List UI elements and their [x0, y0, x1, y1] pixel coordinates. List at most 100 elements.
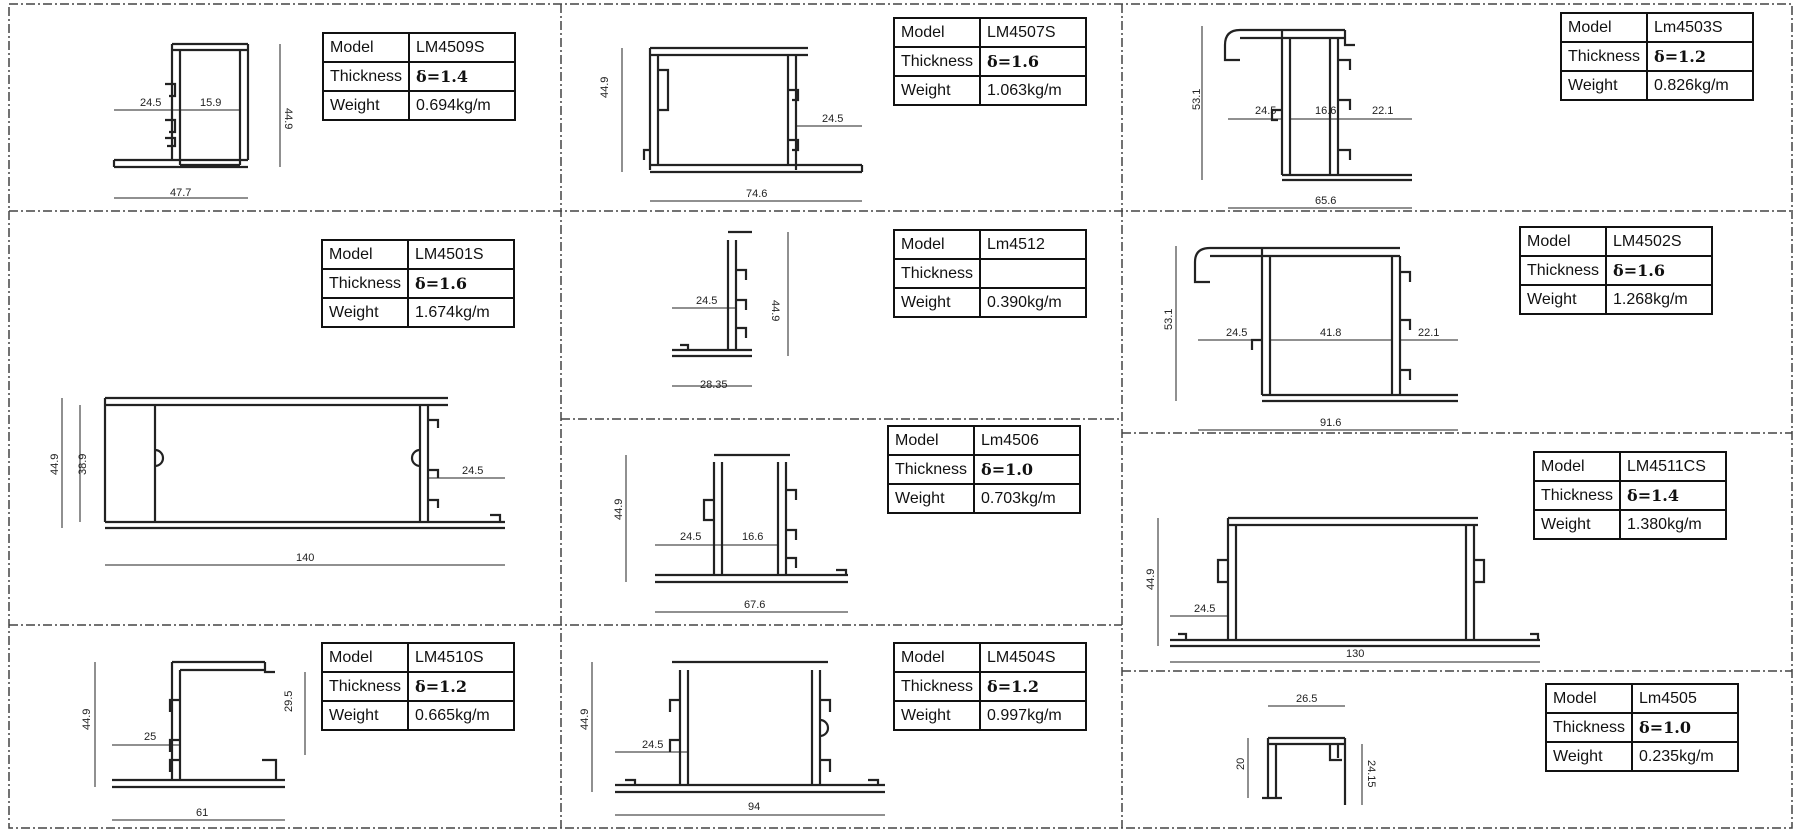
value-model: LM4507S	[979, 17, 1088, 48]
dim-label: 44.9	[599, 77, 611, 98]
label-weight: Weight	[321, 90, 411, 121]
dim-label: 130	[1346, 648, 1364, 660]
value-weight: 0.826kg/m	[1646, 70, 1755, 101]
value-model: LM4510S	[407, 642, 516, 673]
dim-label: 94	[748, 801, 760, 813]
dim-label: 28.35	[700, 379, 728, 391]
label-model: Model	[886, 425, 976, 456]
value-thickness: δ=1.6	[979, 46, 1088, 77]
dim-label: 44.9	[81, 709, 93, 730]
dim-label: 140	[296, 552, 314, 564]
value-model: LM4509S	[408, 32, 517, 63]
profile-drawing-lm4509s	[112, 42, 281, 199]
dim-label: 25	[144, 731, 156, 743]
dim-label: 24.5	[140, 97, 161, 109]
label-weight: Weight	[1518, 284, 1608, 315]
profile-drawing-lm4502s	[1175, 246, 1458, 431]
label-weight: Weight	[892, 287, 982, 318]
dim-label: 44.9	[769, 300, 781, 321]
profile-drawing-lm4501s	[61, 396, 505, 566]
dim-label: 24.5	[822, 113, 843, 125]
value-model: LM4511CS	[1619, 451, 1728, 482]
label-thickness: Thickness	[1559, 41, 1649, 72]
dim-label: 24.5	[1226, 327, 1247, 339]
label-thickness: Thickness	[320, 268, 410, 299]
grid-lines	[8, 3, 1793, 829]
dim-label: 44.9	[1145, 569, 1157, 590]
value-model: Lm4505	[1631, 683, 1740, 714]
dim-label: 15.9	[200, 97, 221, 109]
value-weight: 1.380kg/m	[1619, 509, 1728, 540]
label-weight: Weight	[886, 483, 976, 514]
dim-label: 24.5	[680, 531, 701, 543]
value-weight: 1.674kg/m	[407, 297, 516, 328]
dim-label: 26.5	[1296, 693, 1317, 705]
value-thickness: δ=1.6	[407, 268, 516, 299]
dim-label: 67.6	[744, 599, 765, 611]
label-weight: Weight	[1532, 509, 1622, 540]
dim-label: 24.5	[462, 465, 483, 477]
dim-label: 61	[196, 807, 208, 819]
dim-label: 24.5	[642, 739, 663, 751]
label-weight: Weight	[1559, 70, 1649, 101]
dim-label: 44.9	[49, 454, 61, 475]
label-thickness: Thickness	[892, 671, 982, 702]
value-weight: 0.694kg/m	[408, 90, 517, 121]
dim-label: 29.5	[283, 691, 295, 712]
dim-label: 24.5	[1255, 105, 1276, 117]
profile-drawing-lm4512	[672, 230, 789, 387]
profile-drawing-lm4507s	[621, 46, 864, 202]
dim-label: 74.6	[746, 188, 767, 200]
value-model: Lm4512	[979, 229, 1088, 260]
label-weight: Weight	[892, 700, 982, 731]
label-model: Model	[1544, 683, 1634, 714]
label-model: Model	[321, 32, 411, 63]
value-thickness: δ=1.4	[1619, 480, 1728, 511]
value-weight: 0.703kg/m	[973, 483, 1082, 514]
dim-label: 44.9	[579, 709, 591, 730]
value-weight: 0.235kg/m	[1631, 741, 1740, 772]
value-thickness: δ=1.0	[1631, 712, 1740, 743]
label-model: Model	[320, 642, 410, 673]
dim-label: 44.9	[613, 499, 625, 520]
profile-drawing-lm4503s	[1201, 26, 1412, 209]
dim-label: 16.6	[742, 531, 763, 543]
dim-label: 38.9	[77, 454, 89, 475]
label-thickness: Thickness	[1544, 712, 1634, 743]
label-weight: Weight	[1544, 741, 1634, 772]
dim-label: 53.1	[1191, 89, 1203, 110]
value-weight: 0.997kg/m	[979, 700, 1088, 731]
value-weight: 1.268kg/m	[1605, 284, 1714, 315]
label-thickness: Thickness	[892, 46, 982, 77]
label-thickness: Thickness	[1532, 480, 1622, 511]
value-weight: 0.665kg/m	[407, 700, 516, 731]
value-thickness: δ=1.2	[979, 671, 1088, 702]
value-thickness: δ=1.4	[408, 61, 517, 92]
profile-drawing-lm4506	[625, 453, 848, 613]
label-weight: Weight	[892, 75, 982, 106]
value-thickness: δ=1.2	[1646, 41, 1755, 72]
label-weight: Weight	[320, 700, 410, 731]
value-model: LM4504S	[979, 642, 1088, 673]
label-model: Model	[1518, 226, 1608, 257]
label-model: Model	[1559, 12, 1649, 43]
label-model: Model	[892, 229, 982, 260]
value-thickness: δ=1.6	[1605, 255, 1714, 286]
profile-drawing-lm4504s	[591, 660, 885, 816]
value-model: Lm4506	[973, 425, 1082, 456]
dim-label: 20	[1235, 758, 1247, 770]
profile-drawing-lm4505	[1247, 705, 1363, 805]
label-weight: Weight	[320, 297, 410, 328]
dim-label: 24.5	[696, 295, 717, 307]
dim-label: 91.6	[1320, 417, 1341, 429]
label-thickness: Thickness	[1518, 255, 1608, 286]
value-model: LM4501S	[407, 239, 516, 270]
